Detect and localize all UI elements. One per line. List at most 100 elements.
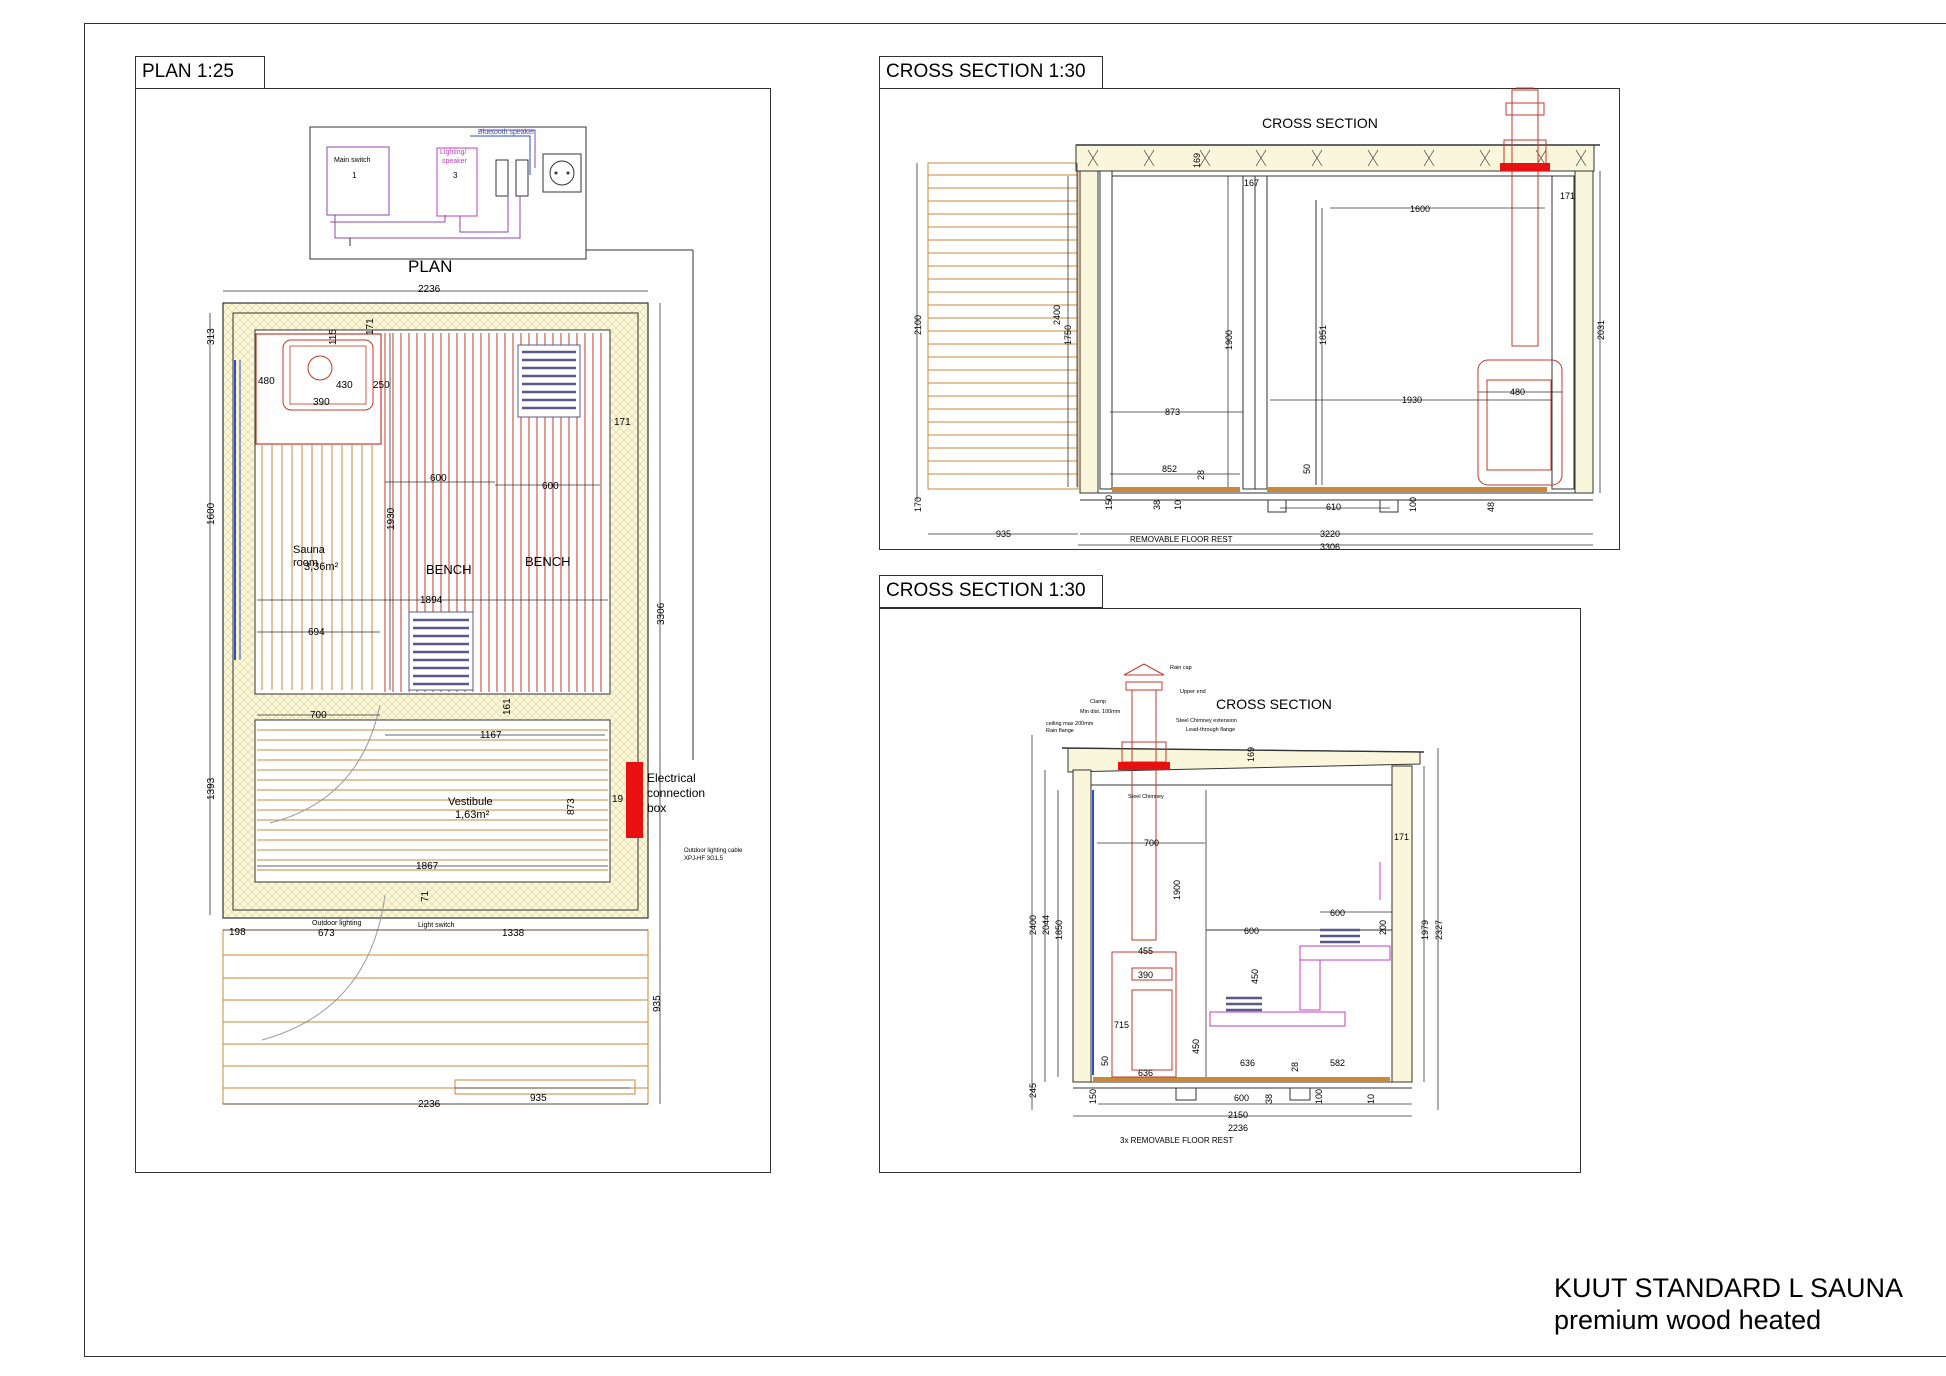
s1-dim-28: 28 — [1196, 470, 1206, 480]
section1-floor — [1112, 487, 1240, 492]
s2-dim-450a: 450 — [1250, 969, 1260, 984]
dim-171-right: 171 — [614, 417, 631, 428]
section1-support1 — [1267, 499, 1287, 513]
title-line2: premium wood heated — [1554, 1305, 1822, 1335]
s2-dim-1850: 1850 — [1054, 920, 1064, 940]
s1-dim-2100: 2100 — [913, 315, 923, 335]
s2-dim-600c: 600 — [1234, 1093, 1249, 1103]
s1-dim-150: 150 — [1104, 495, 1114, 510]
dim-430: 430 — [336, 380, 353, 391]
sauna-room-label2: room — [293, 557, 318, 569]
plan-panel — [135, 88, 771, 1173]
section2-support1 — [1175, 1087, 1197, 1101]
bluetooth-label: Bluetooth speaker — [478, 129, 535, 136]
section2-tab: CROSS SECTION 1:30 — [879, 575, 1103, 608]
section2-dimension-lines — [1031, 735, 1439, 1117]
outdoor-cable-label2: XPJ-HF 3G1,5 — [684, 856, 724, 862]
vestibule-label: Vestibule — [448, 796, 493, 808]
dim-694: 694 — [308, 627, 325, 638]
vestibule-floor — [257, 729, 608, 871]
s2-dim-455: 455 — [1138, 946, 1153, 956]
s2-dim-2327: 2327 — [1434, 920, 1444, 940]
s2-dim-2236: 2236 — [1228, 1123, 1248, 1133]
electrical-box — [626, 762, 643, 838]
plan-dimension-lines — [209, 290, 661, 1105]
dim-171-top: 171 — [365, 318, 376, 335]
s1-dim-3306: 3306 — [1320, 542, 1340, 552]
s2-dim-1979: 1979 — [1420, 920, 1430, 940]
dim-1600: 1600 — [206, 502, 217, 525]
s1-dim-2031: 2031 — [1596, 320, 1606, 340]
s2-dim-171: 171 — [1394, 832, 1409, 842]
electrical-box-label2: connection — [647, 786, 705, 800]
s1-dim-1930: 1930 — [1402, 395, 1422, 405]
stove-plan — [255, 333, 382, 445]
electrical-box-label: Electrical — [647, 771, 696, 785]
s2-dim-50: 50 — [1100, 1056, 1110, 1066]
section2-annotation-text: Rain cap Upper end Clamp Min dist. 100mm… — [1046, 665, 1237, 800]
s1-dim-167: 167 — [1244, 178, 1259, 188]
min-dist-label: Min dist. 100mm — [1080, 709, 1121, 715]
section2-heading: CROSS SECTION — [1216, 696, 1332, 712]
s2-dim-100: 100 — [1314, 1089, 1324, 1104]
s1-dim-1851: 1851 — [1318, 325, 1328, 345]
dim-198: 198 — [229, 927, 246, 938]
dim-1894: 1894 — [420, 595, 443, 606]
dim-2236-top: 2236 — [418, 284, 441, 295]
s2-dim-390: 390 — [1138, 970, 1153, 980]
s2-dim-28: 28 — [1290, 1062, 1300, 1072]
s2-dim-2150: 2150 — [1228, 1110, 1248, 1120]
outdoor-cable-label: Outdoor lighting cable — [684, 848, 743, 854]
section2-dimension-text: 169 171 700 1900 600 600 200 2400 2044 1… — [1028, 747, 1444, 1133]
s2-dim-2044: 2044 — [1041, 915, 1051, 935]
section1-dimension-lines — [916, 163, 1601, 546]
s1-dim-480: 480 — [1510, 387, 1525, 397]
s2-dim-10: 10 — [1366, 1094, 1376, 1104]
section1-panel — [879, 88, 1620, 550]
s2-dim-200: 200 — [1378, 920, 1388, 935]
section1-heading: CROSS SECTION — [1262, 115, 1378, 131]
dim-480: 480 — [258, 376, 275, 387]
s2-dim-636a: 636 — [1138, 1068, 1153, 1078]
dim-71: 71 — [420, 890, 431, 902]
s1-dim-170: 170 — [913, 497, 923, 512]
upper-end-label: Upper end — [1180, 689, 1206, 695]
dim-1167: 1167 — [480, 730, 502, 741]
s2-dim-700: 700 — [1144, 838, 1159, 848]
s2-dim-636b: 636 — [1240, 1058, 1255, 1068]
dim-673: 673 — [318, 928, 335, 939]
door-swing-outer — [261, 894, 386, 1041]
s1-dim-2400: 2400 — [1052, 305, 1062, 325]
section1-chimney — [1477, 87, 1563, 486]
dim-115: 115 — [328, 329, 339, 345]
section2-roof — [1061, 747, 1425, 773]
main-switch-label: Main switch — [334, 157, 371, 164]
section2-removable-floor: 3x REMOVABLE FLOOR REST — [1120, 1136, 1233, 1145]
bench-slats — [384, 333, 602, 692]
steel-ext-label: Steel Chimney extension — [1176, 718, 1237, 724]
s1-dim-852: 852 — [1162, 464, 1177, 474]
light-switch-label: Light switch — [418, 922, 455, 929]
s1-dim-1900: 1900 — [1224, 330, 1234, 350]
sauna-area: 3,36m² — [304, 561, 339, 573]
s2-dim-245: 245 — [1028, 1083, 1038, 1098]
s1-dim-171: 171 — [1560, 191, 1575, 201]
s2-dim-450b: 450 — [1191, 1039, 1201, 1054]
section1-support2 — [1379, 499, 1399, 513]
dim-1393: 1393 — [206, 777, 217, 800]
ceiling-max-label: ceiling max 200mm — [1046, 721, 1094, 727]
lighting-num: 3 — [453, 171, 458, 180]
dim-1867: 1867 — [416, 861, 439, 872]
section1-removable-floor: REMOVABLE FLOOR REST — [1130, 535, 1233, 544]
section2-chimney — [1111, 663, 1177, 1078]
s2-dim-169: 169 — [1246, 747, 1256, 762]
sheet-border — [84, 23, 1946, 1357]
s2-dim-2400: 2400 — [1028, 915, 1038, 935]
dim-390: 390 — [313, 397, 330, 408]
s2-dim-1900: 1900 — [1172, 880, 1182, 900]
dim-600a: 600 — [430, 473, 447, 484]
outdoor-lighting-label: Outdoor lighting — [312, 920, 362, 927]
section1-floor2 — [1267, 487, 1547, 492]
